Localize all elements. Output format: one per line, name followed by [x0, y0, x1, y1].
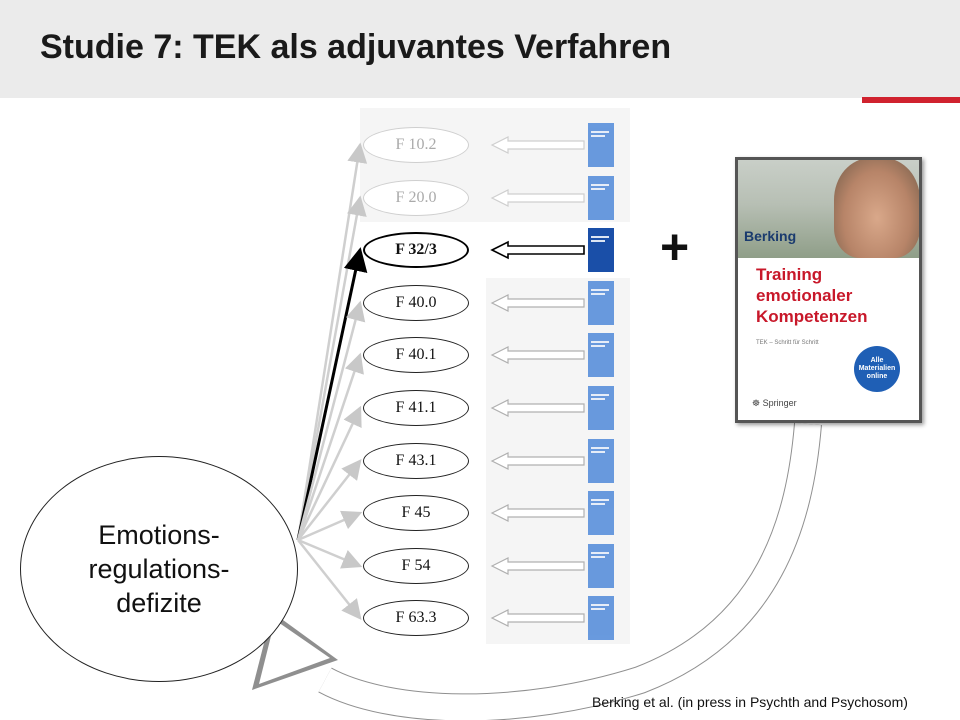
- fan-connector: [296, 247, 368, 541]
- source-label: Emotions- regulations- defizite: [88, 520, 230, 618]
- diagnosis-node: F 45: [363, 495, 469, 531]
- citation-text: Berking et al. (in press in Psychth and …: [592, 694, 908, 710]
- diagnosis-node: F 40.0: [363, 285, 469, 321]
- fan-connector: [296, 195, 367, 541]
- book-cover-portrait: [834, 160, 919, 258]
- tek-book-thumbnail: [588, 386, 614, 430]
- book-badge: Alle Materialien online: [854, 346, 900, 392]
- hollow-arrow: [490, 504, 585, 522]
- fan-connector: [297, 459, 362, 541]
- book-cover: Berking Training emotionaler Kompetenzen…: [735, 157, 922, 423]
- book-author: Berking: [744, 228, 797, 244]
- slide-title: Studie 7: TEK als adjuvantes Verfahren: [40, 28, 672, 66]
- diagnosis-node: F 32/3: [363, 232, 469, 268]
- diagnosis-node: F 54: [363, 548, 469, 584]
- book-title: Training emotionaler Kompetenzen: [756, 265, 868, 326]
- tek-book-thumbnail: [588, 333, 614, 377]
- fan-connector: [296, 300, 366, 541]
- tek-book-thumbnail: [588, 176, 614, 220]
- source-ellipse: Emotions- regulations- defizite: [20, 456, 298, 682]
- accent-bar: [862, 97, 960, 103]
- springer-logo-icon: ☸ Springer: [752, 398, 797, 408]
- tek-book-thumbnail: [588, 491, 614, 535]
- hollow-arrow: [490, 557, 585, 575]
- fan-connector: [297, 538, 363, 569]
- hollow-arrow: [490, 452, 585, 470]
- diagnosis-node: F 40.1: [363, 337, 469, 373]
- hollow-arrow: [490, 346, 585, 364]
- fan-connector: [296, 352, 364, 541]
- tek-book-thumbnail: [588, 544, 614, 588]
- tek-book-thumbnail: [588, 123, 614, 167]
- diagnosis-node: F 20.0: [363, 180, 469, 216]
- book-publisher: Springer: [762, 398, 797, 408]
- hollow-arrow: [490, 609, 585, 627]
- hollow-arrow: [490, 399, 585, 417]
- plus-sign: +: [660, 219, 690, 275]
- header-bar: [0, 0, 960, 98]
- hollow-arrow: [490, 240, 585, 260]
- tek-book-thumbnail: [588, 228, 614, 272]
- hollow-arrow: [490, 136, 585, 154]
- tek-book-thumbnail: [588, 596, 614, 640]
- fan-connector: [296, 405, 362, 541]
- fan-connector: [297, 539, 362, 620]
- citation: Berking et al. (in press in Psychth and …: [592, 694, 908, 710]
- tek-book-thumbnail: [588, 281, 614, 325]
- diagnosis-node: F 43.1: [363, 443, 469, 479]
- diagnosis-node: F 63.3: [363, 600, 469, 636]
- diagnosis-node: F 41.1: [363, 390, 469, 426]
- diagnosis-node: F 10.2: [363, 127, 469, 163]
- hollow-arrow: [490, 294, 585, 312]
- fan-connector: [297, 510, 363, 542]
- tek-book-thumbnail: [588, 439, 614, 483]
- hollow-arrow: [490, 189, 585, 207]
- book-subtitle: TEK – Schritt für Schritt: [756, 340, 819, 346]
